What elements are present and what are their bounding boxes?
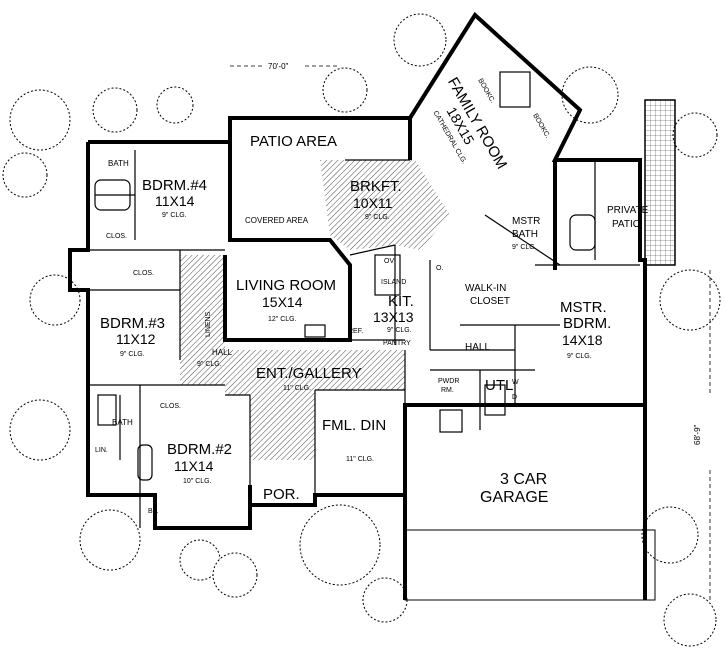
ref-label: REF.: [348, 328, 363, 335]
mstr-bath-ceiling: 9" CLG.: [512, 244, 537, 251]
stone-pillar: [644, 99, 676, 266]
master-bedroom-ceiling: 9" CLG.: [567, 353, 592, 360]
master-bedroom-size: 14X18: [562, 332, 603, 348]
oven-label: OV: [384, 258, 394, 265]
interior-walls: [88, 150, 640, 530]
brkft-ceiling: 9" CLG.: [365, 214, 390, 221]
bdrm3-ceiling: 9" CLG.: [120, 351, 145, 358]
family-dining-ceiling: 11" CLG.: [346, 456, 374, 463]
master-bedroom-label: MSTR.: [560, 299, 607, 316]
width-dimension: 70'-0": [268, 62, 289, 71]
o-label: O.: [436, 265, 443, 272]
powder-room-label-2: RM.: [441, 387, 454, 394]
bdrm3-label: BDRM.#3: [100, 315, 165, 332]
kitchen-size: 13X13: [373, 309, 414, 325]
entry-gallery-label: ENT./GALLERY: [256, 365, 362, 382]
bdrm2-ceiling: 10" CLG.: [183, 478, 212, 485]
linens-label: LINENS: [205, 311, 212, 337]
brkft-size: 10X11: [353, 195, 393, 211]
covered-area-label: COVERED AREA: [245, 216, 309, 225]
family-dining-label: FML. DIN: [322, 417, 386, 434]
master-bedroom-label-2: BDRM.: [563, 315, 611, 332]
garage-apron: [404, 529, 656, 601]
fixtures: [94, 71, 596, 481]
washer-label: W: [512, 379, 519, 386]
bdrm3-closet-label: CLOS.: [133, 270, 154, 277]
private-patio-label: PRIVATE: [607, 205, 649, 216]
patio-label: PATIO AREA: [250, 133, 337, 150]
bdrm4-label: BDRM.#4: [142, 177, 207, 194]
bdrm2-closet-label: CLOS.: [160, 403, 181, 410]
bdrm3-size: 11X12: [116, 331, 156, 347]
bdrm2-label: BDRM.#2: [167, 441, 232, 458]
living-room-ceiling: 12" CLG.: [268, 316, 297, 323]
bookcase-label: BOOKC.: [476, 78, 496, 105]
powder-room-label: PWDR: [438, 378, 459, 385]
bdrm2-bath-label: BATH: [112, 418, 133, 427]
landscaping: [2, 13, 721, 647]
island-label: ISLAND: [381, 279, 406, 286]
bdrm4-closet-label: CLOS.: [106, 233, 127, 240]
walkin-closet-label: WALK-IN: [465, 283, 506, 294]
mstr-bath-label-2: BATH: [512, 229, 538, 240]
hall-2-label: HALL: [465, 342, 490, 353]
bi-label: B.I.: [148, 508, 159, 515]
porch-label: POR.: [263, 486, 300, 503]
kitchen-label: KIT.: [388, 293, 414, 310]
utility-label: UTL: [485, 377, 513, 394]
lin-label: LIN.: [95, 447, 108, 454]
garage-label-2: GARAGE: [480, 489, 548, 506]
living-room-size: 15X14: [262, 294, 303, 310]
entry-gallery-ceiling: 11" CLG.: [283, 385, 311, 392]
brkft-label: BRKFT.: [350, 178, 402, 195]
garage-label: 3 CAR: [500, 471, 547, 488]
bdrm4-ceiling: 9" CLG.: [162, 212, 187, 219]
bdrm4-size: 11X14: [155, 193, 195, 209]
family-room-label: FAMILY ROOM 18X15 CATHEDRAL CLG.: [432, 75, 511, 173]
bookcase-label-2: BOOKC.: [531, 113, 551, 140]
private-patio-label-2: PATIO: [612, 219, 641, 230]
pantry-label: PANTRY: [383, 340, 411, 347]
bdrm2-size: 11X14: [174, 458, 214, 474]
hall-label: HALL: [212, 348, 233, 357]
kitchen-ceiling: 9" CLG.: [387, 327, 412, 334]
mstr-bath-label: MSTR: [512, 216, 540, 227]
dryer-label: D: [512, 394, 517, 401]
hall-ceiling: 9" CLG.: [197, 361, 222, 368]
bdrm4-bath-label: BATH: [108, 159, 129, 168]
dimension-marks: [230, 65, 711, 600]
walkin-closet-label-2: CLOSET: [470, 296, 510, 307]
depth-dimension: 68'-9": [693, 424, 702, 445]
living-room-label: LIVING ROOM: [236, 277, 336, 294]
